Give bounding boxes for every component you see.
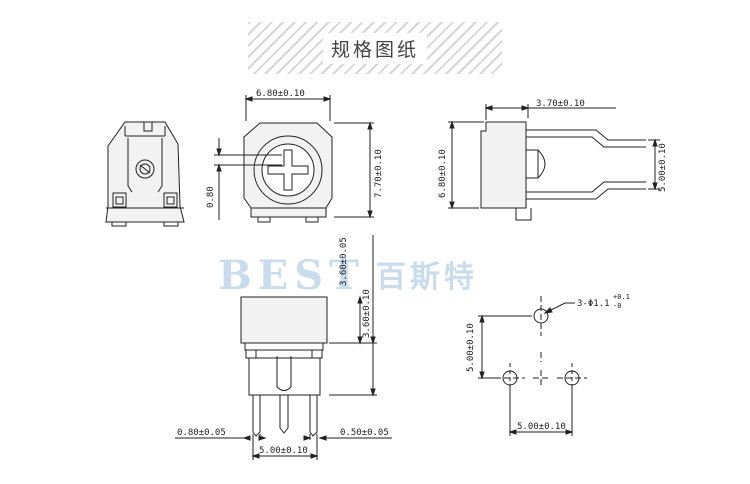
dim-bottom-body-height: 3.60±0.10 xyxy=(362,289,372,338)
spec-banner: 规格图纸 xyxy=(248,22,502,74)
dim-pcb-vertical: 5.00±0.10 xyxy=(466,323,476,372)
banner-title: 规格图纸 xyxy=(322,32,427,64)
dim-bottom-pin-left: 0.80±0.05 xyxy=(177,428,226,438)
back-view xyxy=(105,121,185,227)
dim-bottom-top-height: 3.60±0.05 xyxy=(339,237,349,286)
watermark-cjk: 百斯特 xyxy=(376,260,478,295)
dim-side-depth: 3.70±0.10 xyxy=(536,99,585,109)
pcb-hole-tol-plus: +0.1 xyxy=(613,293,630,301)
side-view xyxy=(448,104,660,221)
watermark: BEST 百斯特 xyxy=(218,252,478,299)
dim-side-pin-span: 5.00±0.10 xyxy=(658,143,668,192)
pcb-hole-tol-minus: -0 xyxy=(613,302,621,310)
pcb-hole-label: 3-Φ1.1 xyxy=(577,299,610,309)
bottom-view xyxy=(175,235,392,460)
dim-front-offset: 0.80 xyxy=(206,186,216,208)
dim-pcb-horizontal: 5.00±0.10 xyxy=(517,422,566,432)
watermark-latin: BEST xyxy=(218,252,365,299)
dim-bottom-pin-right: 0.50±0.05 xyxy=(340,428,389,438)
dim-front-width: 6.80±0.10 xyxy=(256,89,305,99)
pcb-layout xyxy=(478,296,587,436)
dim-bottom-pin-pitch: 5.00±0.10 xyxy=(259,446,308,456)
dim-front-height: 7.70±0.10 xyxy=(374,149,384,198)
front-view xyxy=(214,95,374,223)
dim-side-height: 6.80±0.10 xyxy=(438,149,448,198)
